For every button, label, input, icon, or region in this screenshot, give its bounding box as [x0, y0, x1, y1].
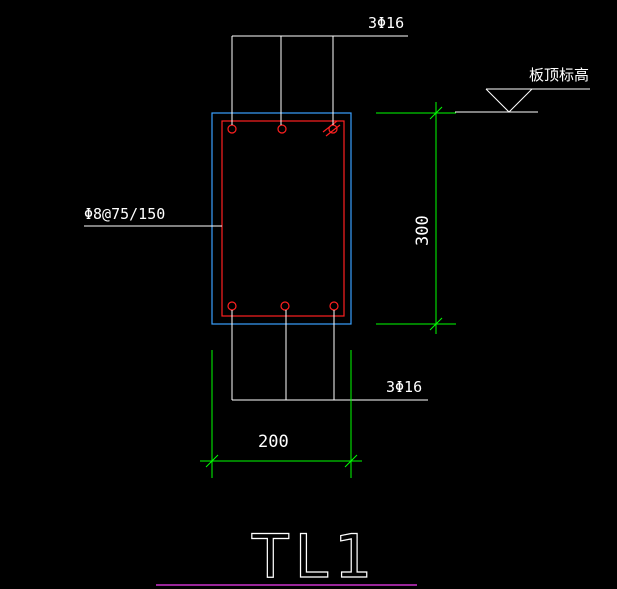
- bottom-rebars: [227, 301, 339, 311]
- top-rebar: [227, 124, 237, 134]
- height-dimension: [376, 102, 456, 334]
- top-rebar-label: 3Φ16: [368, 14, 404, 32]
- level-label: 板顶标高: [529, 66, 589, 84]
- width-dim-label: 200: [258, 432, 289, 452]
- bottom-rebar-leader: [231, 310, 428, 401]
- section-title: TL1: [251, 522, 378, 589]
- top-rebars: [227, 124, 338, 134]
- bottom-rebar: [329, 301, 339, 311]
- top-rebar-leader: [231, 35, 408, 125]
- stirrup-label: Φ8@75/150: [84, 205, 165, 223]
- top-rebar: [277, 124, 287, 134]
- stirrup: [221, 120, 345, 317]
- width-dimension: [200, 350, 362, 478]
- bottom-rebar: [227, 301, 237, 311]
- height-dim-label: 300: [413, 215, 433, 246]
- level-symbol: [455, 88, 590, 113]
- bottom-rebar-label: 3Φ16: [386, 378, 422, 396]
- bottom-rebar: [280, 301, 290, 311]
- beam-section-outline: [211, 112, 352, 325]
